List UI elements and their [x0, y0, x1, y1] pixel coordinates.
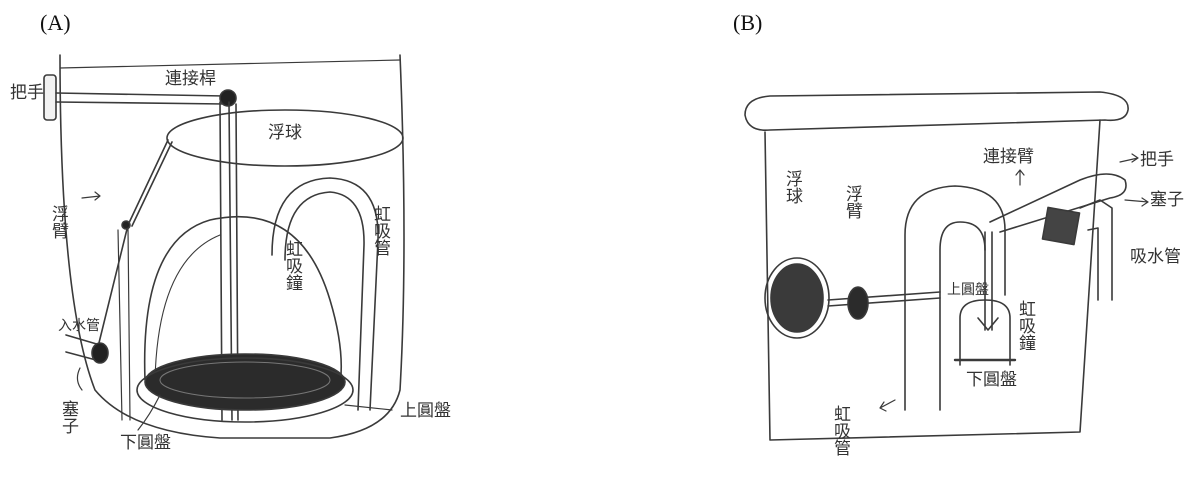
lower-disc-highlight — [159, 361, 331, 399]
a-label-inlet-pipe: 入水管 — [58, 318, 100, 334]
float-arm-b — [827, 291, 941, 307]
siphon-bell-shape — [143, 215, 342, 386]
a-label-float-ball: 浮球 — [268, 123, 302, 143]
arrow-connecting-b — [1015, 169, 1025, 186]
arrow-float-arm — [81, 191, 101, 201]
tank-body — [764, 119, 1101, 441]
b-label-stopper: 塞子 — [1150, 190, 1184, 210]
arrow-handle-b — [1119, 153, 1139, 163]
lever-shape — [55, 92, 226, 105]
b-label-lower-disc: 下圓盤 — [966, 370, 1017, 390]
b-label-connecting-arm: 連接臂 — [983, 147, 1034, 167]
stopper-shape — [91, 342, 109, 364]
float-ball-shape-b — [764, 257, 830, 339]
b-label-float-ball: 浮球 — [782, 170, 803, 204]
arrow-stopper-b — [1124, 197, 1149, 207]
b-label-inlet-pipe: 吸水管 — [1130, 247, 1181, 267]
inlet-pipe-shape — [65, 334, 101, 361]
a-label-siphon-pipe: 虹吸管 — [370, 205, 391, 256]
lever-pivot — [219, 89, 237, 107]
arrow-siphon-b — [879, 399, 896, 412]
panel-a-label: (A) — [40, 10, 71, 35]
float-ball-fill-b — [770, 263, 824, 333]
tank-outline — [59, 54, 405, 439]
b-label-handle: 把手 — [1140, 150, 1174, 170]
siphon-pipe-shape — [271, 177, 379, 411]
a-label-lever: 連接桿 — [165, 69, 216, 89]
siphon-bell-inner — [154, 234, 221, 381]
b-label-float-arm: 浮臂 — [842, 185, 863, 220]
inlet-pipe-b — [1079, 199, 1113, 301]
b-label-siphon-bell: 虹吸鐘 — [1015, 300, 1036, 351]
connecting-arm-b — [989, 173, 1127, 233]
float-arm-joint — [121, 220, 131, 230]
panel-b-label: (B) — [733, 10, 763, 35]
b-label-siphon-pipe: 虹吸管 — [830, 405, 851, 456]
a-label-lower-disc: 下圓盤 — [120, 433, 171, 453]
a-label-upper-disc: 上圓盤 — [400, 401, 451, 421]
lower-disc-shape — [144, 353, 346, 411]
tank-lid — [744, 91, 1129, 132]
float-ball-shape — [166, 109, 404, 167]
panel-a-sketch: 把手 連接桿 浮球 浮臂 入水管 塞子 虹吸鐘 虹吸管 上圓盤 下圓盤 — [10, 54, 451, 453]
stopper-shape-b — [1041, 206, 1081, 246]
float-arm-nut — [847, 286, 869, 320]
a-label-stopper: 塞子 — [58, 400, 79, 434]
a-label-siphon-bell: 虹吸鐘 — [282, 240, 303, 291]
chain-left — [117, 227, 131, 421]
arrow-lower-disc — [137, 394, 161, 431]
arrow-upper-disc — [344, 404, 393, 411]
siphon-tube-b — [904, 185, 1006, 411]
handle-shape — [43, 74, 57, 121]
b-label-upper-disc: 上圓盤 — [947, 282, 989, 298]
lower-disc-rim — [136, 357, 354, 423]
tank-top-rim — [59, 59, 401, 69]
a-label-handle: 把手 — [10, 83, 44, 103]
bell-arrow-b — [977, 317, 999, 331]
arrow-stopper — [76, 367, 83, 391]
a-label-float-arm: 浮臂 — [48, 205, 69, 240]
bell-rod-b — [984, 231, 993, 331]
